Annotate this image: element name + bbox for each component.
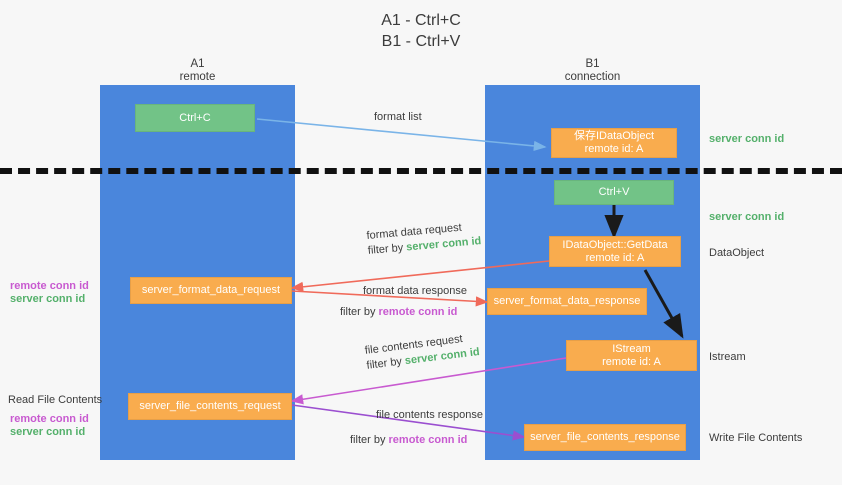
edge-label-format-list: format list (374, 111, 422, 123)
column-header-b1-sub: connection (564, 71, 621, 83)
box-server-format-data-request-line1: server_format_data_request (141, 284, 281, 296)
box-save-idataobject-line2: remote id: A (584, 143, 644, 155)
box-ctrl-v[interactable]: Ctrl+V (554, 180, 674, 205)
box-idataobject-getdata-line1: IDataObject::GetData (562, 238, 668, 251)
column-header-a1-sub: remote (179, 71, 216, 83)
column-header-a1: A1 remote (120, 58, 275, 84)
edge-label-format-data-request: format data request filter by server con… (366, 219, 482, 259)
box-server-format-data-request[interactable]: server_format_data_request (130, 277, 292, 304)
note-remote-conn-id-1: remote conn id (10, 280, 89, 292)
filter-prefix: filter by (350, 434, 389, 446)
box-server-file-contents-response-line1: server_file_contents_response (530, 431, 680, 443)
note-dataobject: DataObject (709, 247, 765, 259)
filter-key-remote-conn-id: remote conn id (388, 434, 468, 446)
edge-label-file-contents-response: file contents response (376, 409, 484, 421)
box-server-file-contents-request[interactable]: server_file_contents_request (128, 393, 292, 420)
filter-prefix: filter by (365, 355, 406, 372)
box-istream-line1: IStream (612, 342, 651, 355)
box-server-file-contents-request-line1: server_file_contents_request (139, 400, 281, 412)
edge-label-file-contents-response-filter: filter by remote conn id (350, 433, 467, 448)
note-server-conn-id-mid: server conn id (709, 211, 785, 223)
box-ctrl-v-line1: Ctrl+V (598, 186, 630, 198)
note-server-conn-id-top: server conn id (709, 133, 785, 145)
note-istream: Istream (709, 351, 746, 363)
box-save-idataobject[interactable]: 保存IDataObject remote id: A (551, 128, 677, 158)
box-server-file-contents-response[interactable]: server_file_contents_response (524, 424, 686, 451)
box-idataobject-getdata[interactable]: IDataObject::GetData remote id: A (549, 236, 681, 267)
note-server-conn-id-1: server conn id (10, 293, 86, 305)
box-istream[interactable]: IStream remote id: A (566, 340, 697, 371)
filter-prefix: filter by (340, 306, 379, 318)
filter-prefix: filter by (367, 241, 407, 257)
edge-label-format-data-response-filter: filter by remote conn id (340, 305, 457, 320)
note-server-conn-id-2: server conn id (10, 426, 86, 438)
phase-divider (0, 168, 842, 174)
edge-label-format-data-response: format data response (363, 285, 467, 297)
column-header-b1-name: B1 (585, 58, 600, 70)
box-idataobject-getdata-line2: remote id: A (585, 251, 645, 264)
filter-key-remote-conn-id: remote conn id (378, 306, 458, 318)
note-read-file-contents: Read File Contents (8, 394, 103, 406)
column-header-a1-name: A1 (190, 58, 205, 70)
box-save-idataobject-line1: 保存IDataObject (573, 130, 655, 142)
box-ctrl-c-line1: Ctrl+C (179, 111, 211, 124)
box-server-format-data-response[interactable]: server_format_data_response (487, 288, 647, 315)
page-title: A1 - Ctrl+C B1 - Ctrl+V (381, 12, 461, 50)
note-write-file-contents: Write File Contents (709, 432, 803, 444)
column-header-b1: B1 connection (515, 58, 670, 84)
box-ctrl-c[interactable]: Ctrl+C (135, 104, 255, 132)
edge-label-file-contents-request: file contents request filter by server c… (364, 330, 481, 374)
box-server-format-data-response-line1: server_format_data_response (493, 295, 641, 307)
note-remote-conn-id-2: remote conn id (10, 413, 89, 425)
box-istream-line2: remote id: A (602, 355, 661, 368)
